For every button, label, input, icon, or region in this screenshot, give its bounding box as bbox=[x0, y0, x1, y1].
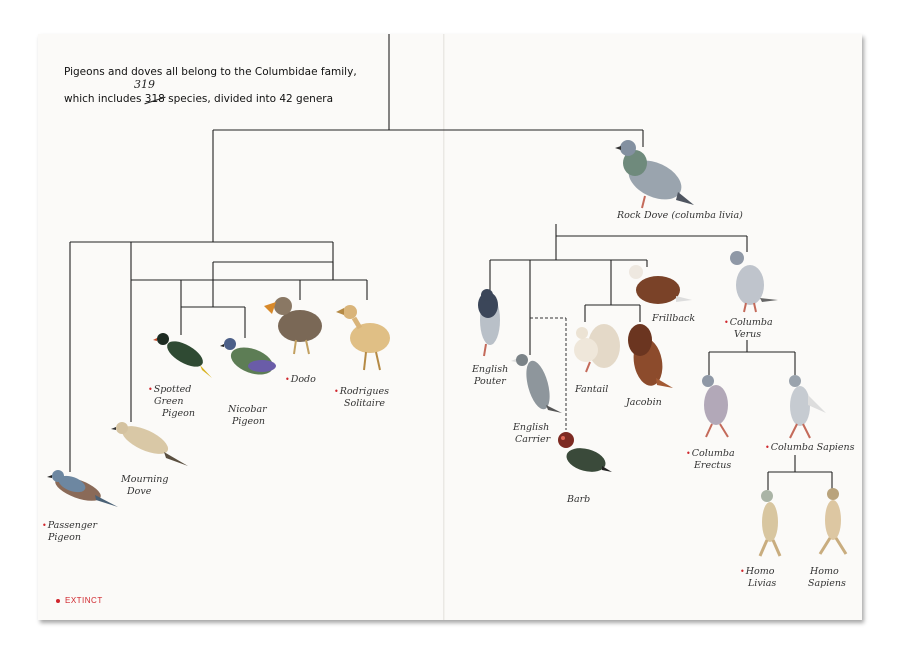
label-line: Green bbox=[154, 396, 184, 407]
fantail-illustration bbox=[574, 324, 620, 373]
intro-line-2-prefix: which includes bbox=[64, 93, 145, 105]
label-line: Dove bbox=[127, 486, 152, 497]
label-line: Livias bbox=[748, 578, 777, 589]
intro-line-2: which includes 318 species, divided into… bbox=[64, 79, 334, 105]
label-line: Columba Sapiens bbox=[770, 442, 855, 453]
label-line: Spotted bbox=[153, 384, 192, 395]
label-line: Homo bbox=[810, 566, 839, 577]
label-line: Pigeon bbox=[162, 408, 195, 419]
book-spread bbox=[38, 34, 862, 620]
label-rock-dove: Rock Dove (columba livia) bbox=[617, 210, 743, 222]
mourning-dove-illustration bbox=[111, 422, 188, 466]
label-mourning-dove: Mourning Dove bbox=[121, 474, 168, 498]
label-line: Fantail bbox=[575, 384, 609, 395]
book-gutter bbox=[443, 34, 445, 620]
barb-illustration bbox=[558, 432, 612, 472]
label-nicobar-pigeon: Nicobar Pigeon bbox=[228, 404, 267, 428]
columba-erectus-illustration bbox=[702, 375, 729, 438]
rock-dove-illustration bbox=[615, 140, 694, 209]
extinct-legend-label: EXTINCT bbox=[65, 596, 103, 605]
extinct-legend: EXTINCT bbox=[56, 596, 103, 605]
label-line: Passenger bbox=[47, 520, 98, 531]
label-barb: Barb bbox=[567, 494, 590, 506]
extinct-dot: • bbox=[285, 375, 290, 384]
label-homo-sapiens: Homo Sapiens bbox=[808, 566, 846, 590]
dodo-illustration bbox=[264, 297, 322, 355]
label-line: Sapiens bbox=[808, 578, 846, 589]
columba-sapiens-illustration bbox=[789, 375, 826, 439]
label-rodrigues-solitaire: •Rodrigues Solitaire bbox=[334, 386, 389, 410]
species-count-correction: 319 bbox=[134, 78, 155, 91]
label-line: Frillback bbox=[652, 313, 696, 324]
label-line: Nicobar bbox=[228, 404, 267, 415]
intro-line-1: Pigeons and doves all belong to the Colu… bbox=[64, 66, 357, 78]
extinct-dot: • bbox=[148, 385, 153, 394]
label-english-carrier: English Carrier bbox=[513, 422, 550, 446]
extinct-dot: • bbox=[765, 443, 770, 452]
frillback-illustration bbox=[629, 265, 692, 304]
label-line: English bbox=[472, 364, 509, 375]
extinct-dot: • bbox=[686, 449, 691, 458]
english-pouter-illustration bbox=[478, 289, 500, 357]
label-line: Solitaire bbox=[344, 398, 385, 409]
extinct-dot: • bbox=[724, 318, 729, 327]
label-spotted-green-pigeon: •Spotted Green Pigeon bbox=[148, 384, 195, 420]
nicobar-pigeon-illustration bbox=[220, 338, 276, 375]
label-line: Carrier bbox=[515, 434, 551, 445]
label-dodo: •Dodo bbox=[285, 374, 316, 386]
intro-line-2-suffix: species, divided into 42 genera bbox=[164, 93, 334, 105]
spotted-green-pigeon-illustration bbox=[153, 333, 212, 378]
struck-species-count: 318 bbox=[144, 93, 165, 105]
columba-verus-illustration bbox=[730, 251, 778, 313]
label-frillback: Frillback bbox=[652, 313, 695, 325]
label-jacobin: Jacobin bbox=[626, 397, 662, 409]
extinct-dot: • bbox=[42, 521, 47, 530]
label-columba-erectus: •Columba Erectus bbox=[686, 448, 735, 472]
label-line: Pigeon bbox=[48, 532, 81, 543]
label-line: Pouter bbox=[474, 376, 506, 387]
label-line: Dodo bbox=[290, 374, 316, 385]
label-english-pouter: English Pouter bbox=[472, 364, 508, 388]
label-line: Rodrigues bbox=[339, 386, 389, 397]
label-homo-livias: •Homo Livias bbox=[740, 566, 776, 590]
label-line: English bbox=[513, 422, 550, 433]
label-line: Verus bbox=[734, 329, 762, 340]
label-line: Columba bbox=[729, 317, 773, 328]
tree-branches bbox=[69, 34, 833, 490]
label-line: Mourning bbox=[121, 474, 169, 485]
extinct-legend-dot bbox=[56, 598, 60, 603]
extinct-dot: • bbox=[740, 567, 745, 576]
label-columba-verus: •Columba Verus bbox=[724, 317, 773, 341]
dashed-branch bbox=[530, 317, 567, 430]
extinct-dot: • bbox=[334, 387, 339, 396]
label-passenger-pigeon: •Passenger Pigeon bbox=[42, 520, 97, 544]
label-line: Homo bbox=[745, 566, 775, 577]
jacobin-illustration bbox=[628, 324, 673, 388]
label-line: Jacobin bbox=[626, 397, 662, 408]
label-line: Rock Dove (columba livia) bbox=[617, 210, 743, 221]
label-columba-sapiens: •Columba Sapiens bbox=[765, 442, 855, 454]
english-carrier-illustration bbox=[511, 354, 562, 413]
label-line: Pigeon bbox=[232, 416, 265, 427]
label-line: Columba bbox=[691, 448, 735, 459]
homo-sapiens-illustration bbox=[818, 488, 848, 555]
label-line: Erectus bbox=[694, 460, 732, 471]
rodrigues-solitaire-illustration bbox=[336, 305, 390, 371]
passenger-pigeon-illustration bbox=[47, 470, 118, 507]
label-line: Barb bbox=[567, 494, 591, 505]
label-fantail: Fantail bbox=[575, 384, 608, 396]
homo-livias-illustration bbox=[758, 490, 782, 557]
